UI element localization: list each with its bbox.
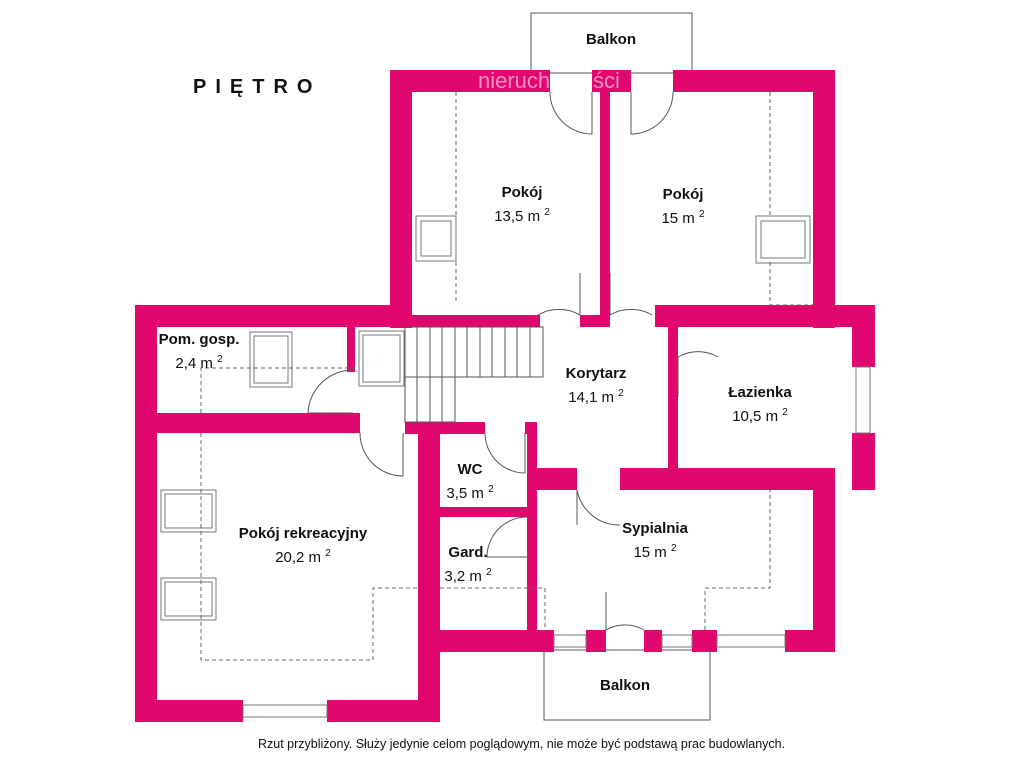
watermark: nieruchomości (478, 68, 620, 93)
room-label-garderoba: Gard.3,2 m 2 (444, 544, 492, 585)
room-label-pom-gosp: Pom. gosp.2,4 m 2 (158, 331, 240, 372)
floor-title: PIĘTRO (193, 76, 322, 98)
slope-lines (200, 92, 813, 661)
room-label-balcony-top: Balkon (585, 31, 637, 48)
balcony-bottom (543, 649, 711, 721)
room-label-balcony-bottom: Balkon (599, 677, 651, 694)
windows (242, 366, 871, 718)
stairs (404, 326, 544, 423)
doors (307, 91, 719, 631)
disclaimer-footnote: Rzut przybliżony. Służy jedynie celom po… (258, 737, 786, 751)
walls (135, 70, 875, 722)
roof-windows (160, 215, 811, 621)
